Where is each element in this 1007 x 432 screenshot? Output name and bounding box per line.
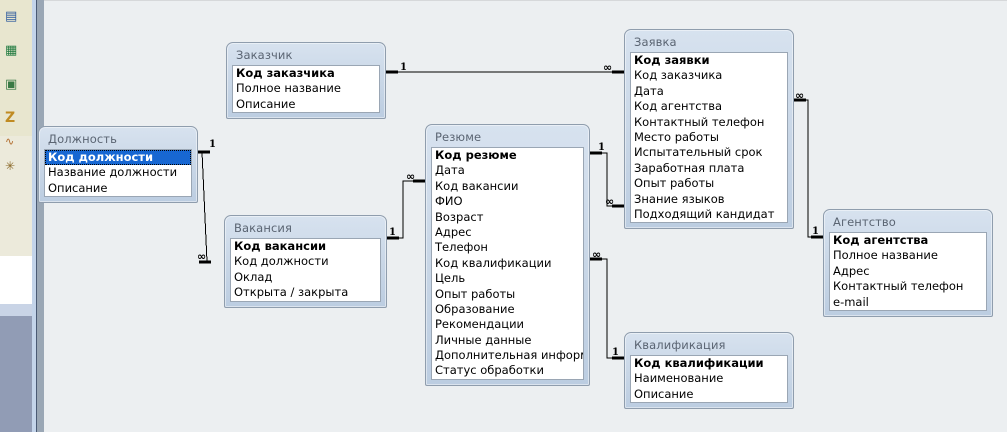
field-row-primary-key[interactable]: Код резюме (435, 148, 517, 162)
field-row[interactable]: Код должности (234, 254, 329, 269)
cardinality-label-from: 1 (400, 62, 407, 73)
nav-segment-modules[interactable] (0, 136, 32, 257)
field-row[interactable]: Описание (634, 386, 694, 401)
field-row[interactable]: Рекомендации (435, 317, 525, 332)
new-object-icon[interactable]: ✳ (5, 159, 16, 173)
field-row-primary-key[interactable]: Код заявки (634, 53, 710, 67)
cardinality-label-to: ∞ (603, 61, 612, 74)
field-row[interactable]: Код агентства (634, 99, 723, 114)
field-row[interactable]: Опыт работы (435, 286, 516, 301)
field-row[interactable]: Дата (634, 83, 664, 98)
cardinality-label-to: ∞ (406, 170, 415, 183)
table-title[interactable]: Должность (48, 132, 117, 146)
form-object-icon[interactable]: ▣ (5, 77, 18, 92)
field-row-primary-key[interactable]: Код заказчика (236, 66, 335, 80)
field-row-primary-key[interactable]: Код агентства (833, 233, 929, 247)
field-row[interactable]: Опыт работы (634, 176, 715, 191)
field-row[interactable]: Возраст (435, 209, 484, 224)
field-row-primary-key[interactable]: Код квалификации (634, 356, 764, 370)
field-row[interactable]: Оклад (234, 269, 273, 284)
field-row[interactable]: Контактный телефон (833, 279, 964, 294)
field-row[interactable]: Дополнительная информация (435, 348, 583, 363)
nav-pane-border (36, 0, 37, 432)
field-row-primary-key[interactable]: Код должности (45, 150, 191, 166)
table-title[interactable]: Заказчик (236, 48, 293, 62)
table-title[interactable]: Заявка (634, 35, 677, 49)
cardinality-label-to: 1 (812, 226, 819, 237)
field-row[interactable]: Адрес (435, 224, 472, 239)
field-row[interactable]: Адрес (833, 263, 870, 278)
field-row[interactable]: Полное название (236, 81, 341, 96)
cardinality-label-to: 1 (612, 347, 619, 358)
field-row[interactable]: Дата (435, 163, 465, 178)
field-row[interactable]: Открыта / закрыта (234, 285, 349, 300)
cardinality-label-from: ∞ (795, 89, 804, 102)
field-row[interactable]: Код квалификации (435, 255, 552, 270)
module-object-icon[interactable]: ∿ (5, 135, 15, 148)
field-row[interactable]: Личные данные (435, 332, 532, 347)
nav-segment-highlight (0, 304, 32, 316)
cardinality-label-to: ∞ (197, 250, 206, 263)
field-row[interactable]: Заработная плата (634, 160, 745, 175)
cardinality-label-from: 1 (598, 142, 605, 153)
field-row[interactable]: Подходящий кандидат (634, 206, 775, 221)
cardinality-label-to: ∞ (605, 195, 614, 208)
table-title[interactable]: Агентство (833, 215, 896, 229)
field-row[interactable]: Название должности (48, 165, 178, 180)
field-row-primary-key[interactable]: Код вакансии (234, 239, 327, 253)
field-row[interactable]: Описание (236, 96, 296, 111)
field-row[interactable]: Знание языков (634, 191, 725, 206)
field-row[interactable]: Код заказчика (634, 68, 723, 83)
field-row[interactable]: Статус обработки (435, 363, 544, 378)
field-row[interactable]: Цель (435, 271, 466, 286)
field-row[interactable]: Испытательный срок (634, 145, 763, 160)
macro-object-icon[interactable]: Z (5, 110, 16, 126)
field-row[interactable]: e-mail (833, 294, 869, 309)
field-row[interactable]: Место работы (634, 129, 719, 144)
field-row[interactable]: Образование (435, 301, 515, 316)
navigation-pane[interactable]: ▤ ▦ ▣ Z ∿ ✳ (0, 0, 32, 432)
field-row[interactable]: Описание (48, 180, 108, 195)
field-row[interactable]: Наименование (634, 371, 724, 386)
cardinality-label-from: 1 (389, 227, 396, 238)
field-row[interactable]: Телефон (435, 240, 488, 255)
cardinality-label-from: 1 (209, 139, 216, 150)
cardinality-label-from: ∞ (592, 248, 601, 261)
field-row[interactable]: Полное название (833, 248, 938, 263)
table-title[interactable]: Вакансия (234, 221, 292, 235)
nav-segment-queries[interactable] (0, 34, 32, 69)
nav-pane-edge[interactable] (37, 0, 44, 432)
canvas-top-border (44, 0, 1007, 1)
table-object-icon[interactable]: ▤ (5, 9, 18, 24)
nav-segment-bottom (0, 316, 32, 432)
nav-segment-blank (0, 256, 32, 305)
table-title[interactable]: Резюме (435, 130, 482, 144)
field-row[interactable]: Контактный телефон (634, 114, 765, 129)
field-row[interactable]: Код вакансии (435, 178, 519, 193)
query-object-icon[interactable]: ▦ (5, 43, 18, 58)
nav-pane-divider (32, 0, 36, 432)
table-title[interactable]: Квалификация (634, 338, 726, 352)
field-row[interactable]: ФИО (435, 194, 463, 209)
